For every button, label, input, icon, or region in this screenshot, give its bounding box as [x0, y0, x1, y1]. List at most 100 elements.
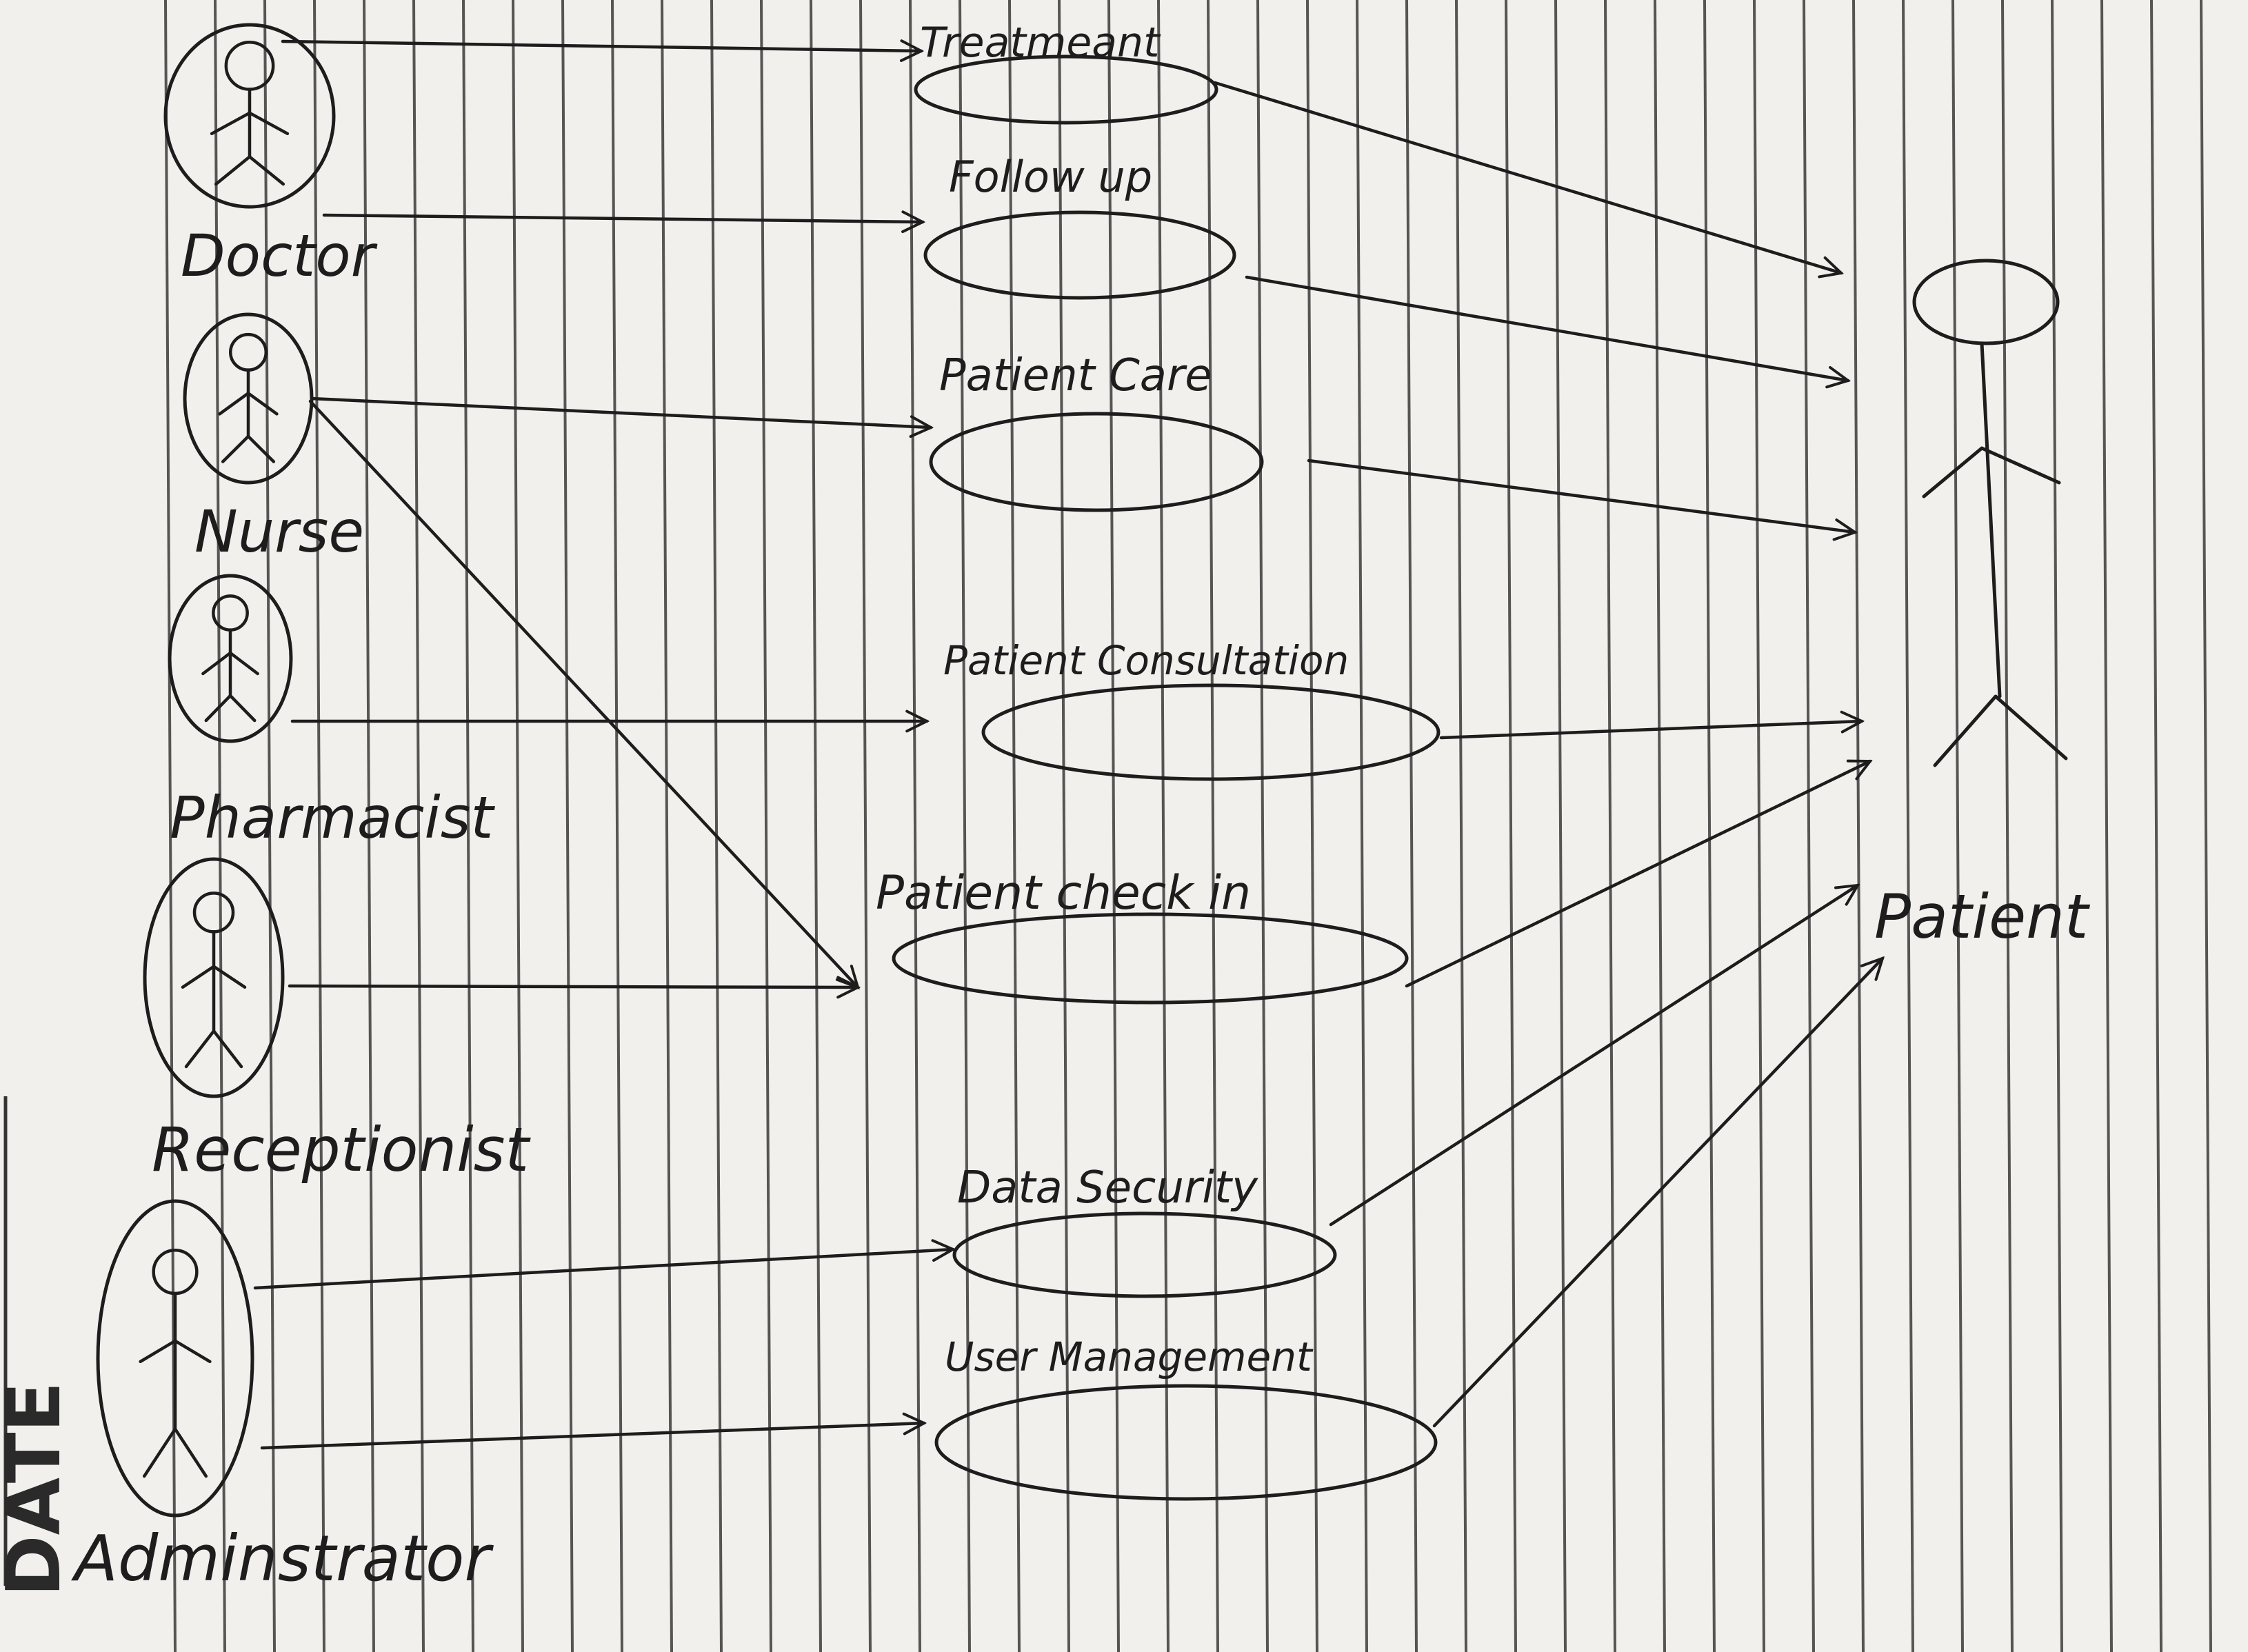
patient-body: [1980, 341, 2002, 698]
ruled-line: [1703, 0, 1716, 1652]
use-case-label: Follow up: [949, 152, 1152, 202]
use-case-user-management: User Management: [934, 1333, 1438, 1501]
use-case-ellipse: [914, 54, 1218, 125]
actor-patient: Patient: [1874, 259, 2091, 952]
figure-legs: [142, 1427, 208, 1478]
figure-head: [152, 1248, 199, 1296]
ruled-line: [1951, 0, 1964, 1652]
associations: [253, 41, 1883, 1450]
actor-label: Pharmacist: [170, 784, 495, 852]
ruled-line: [1803, 0, 1815, 1652]
use-case-patient-check-in: Patient check in: [876, 866, 1409, 1005]
association-arrow: [1213, 81, 1841, 273]
association-arrow: [1439, 721, 1862, 740]
ruled-line: [1554, 0, 1567, 1652]
ruled-line: [859, 0, 872, 1652]
actor-label: Doctor: [181, 222, 378, 290]
use-case-ellipse: [929, 412, 1264, 512]
ruled-line: [2100, 0, 2113, 1652]
ruled-line: [1207, 0, 1219, 1652]
ruled-line: [1753, 0, 1765, 1652]
actor-oval: [143, 857, 285, 1098]
figure-head: [192, 892, 235, 934]
figure-arms: [201, 651, 259, 676]
figure-legs: [184, 1029, 243, 1069]
ruled-line: [363, 0, 375, 1652]
use-case-ellipse: [952, 1211, 1337, 1298]
ruled-line: [263, 0, 276, 1652]
ruled-line: [1654, 0, 1666, 1652]
ruled-line: [1455, 0, 1467, 1652]
figure-head: [228, 332, 268, 372]
use-case-label: Patient Consultation: [943, 637, 1349, 684]
ruled-line: [959, 0, 971, 1652]
ruled-line: [1256, 0, 1269, 1652]
association-arrow: [1245, 275, 1848, 381]
association-arrow: [260, 1423, 924, 1450]
association-arrow: [253, 1249, 953, 1290]
ruled-line: [760, 0, 772, 1652]
ruled-line: [412, 0, 425, 1652]
ruled-line: [710, 0, 723, 1652]
date-label: DATE: [0, 1382, 77, 1597]
ruled-line: [462, 0, 474, 1652]
actor-oval: [96, 1199, 254, 1518]
use-case-treatment: Treatmeant: [914, 19, 1218, 125]
actor-oval: [163, 23, 336, 209]
use-case-label: User Management: [945, 1333, 1314, 1380]
association-arrow: [1329, 885, 1858, 1227]
patient-legs: [1933, 694, 2068, 767]
actor-label: Adminstrator: [71, 1522, 494, 1595]
figure-legs: [221, 434, 276, 463]
figure-arms: [218, 392, 279, 416]
actor-label: Nurse: [194, 498, 364, 565]
ruled-line: [661, 0, 673, 1652]
ruled-line: [1008, 0, 1021, 1652]
association-arrow: [322, 215, 923, 222]
use-case-ellipse: [923, 210, 1236, 300]
ruled-line: [1157, 0, 1170, 1652]
ruled-line: [611, 0, 623, 1652]
patient-head: [1912, 259, 2060, 345]
ruled-line: [1604, 0, 1616, 1652]
use-case-label: Data Security: [957, 1162, 1258, 1213]
association-arrow: [1432, 958, 1883, 1428]
ruled-line: [1356, 0, 1368, 1652]
actor-receptionist: Receptionist: [143, 857, 532, 1185]
patient-label: Patient: [1874, 881, 2091, 952]
ruled-line: [1107, 0, 1120, 1652]
use-case-data-security: Data Security: [952, 1162, 1337, 1298]
actor-pharmacist: Pharmacist: [168, 574, 495, 852]
figure-arms: [139, 1339, 212, 1364]
ruled-line: [1405, 0, 1418, 1652]
ruled-line: [2150, 0, 2162, 1652]
ruled-line: [313, 0, 325, 1652]
ruled-line: [1306, 0, 1318, 1652]
association-arrow: [310, 396, 931, 427]
use-case-ellipse: [934, 1384, 1438, 1501]
ruled-line: [164, 0, 177, 1652]
use-case-follow-up: Follow up: [923, 152, 1236, 300]
figure-legs: [204, 694, 257, 723]
ruled-lines: [164, 0, 2212, 1652]
ruled-line: [2200, 0, 2212, 1652]
use-case-patient-care: Patient Care: [929, 350, 1264, 512]
actor-administrator: Adminstrator: [71, 1199, 494, 1595]
association-arrow: [1405, 761, 1870, 988]
association-arrow: [1307, 459, 1855, 532]
actor-oval: [183, 312, 314, 485]
ruled-line: [1058, 0, 1070, 1652]
use-case-label: Patient Care: [939, 350, 1212, 401]
ruled-line: [1902, 0, 1914, 1652]
use-case-patient-consultation: Patient Consultation: [943, 637, 1441, 781]
association-arrow: [308, 399, 858, 987]
ruled-line: [561, 0, 574, 1652]
figure-arms: [210, 111, 290, 136]
figure-legs: [214, 155, 285, 186]
ruled-line: [810, 0, 822, 1652]
use-case-label: Patient check in: [876, 866, 1251, 920]
use-case-label: Treatmeant: [920, 19, 1161, 67]
ruled-line: [214, 0, 226, 1652]
